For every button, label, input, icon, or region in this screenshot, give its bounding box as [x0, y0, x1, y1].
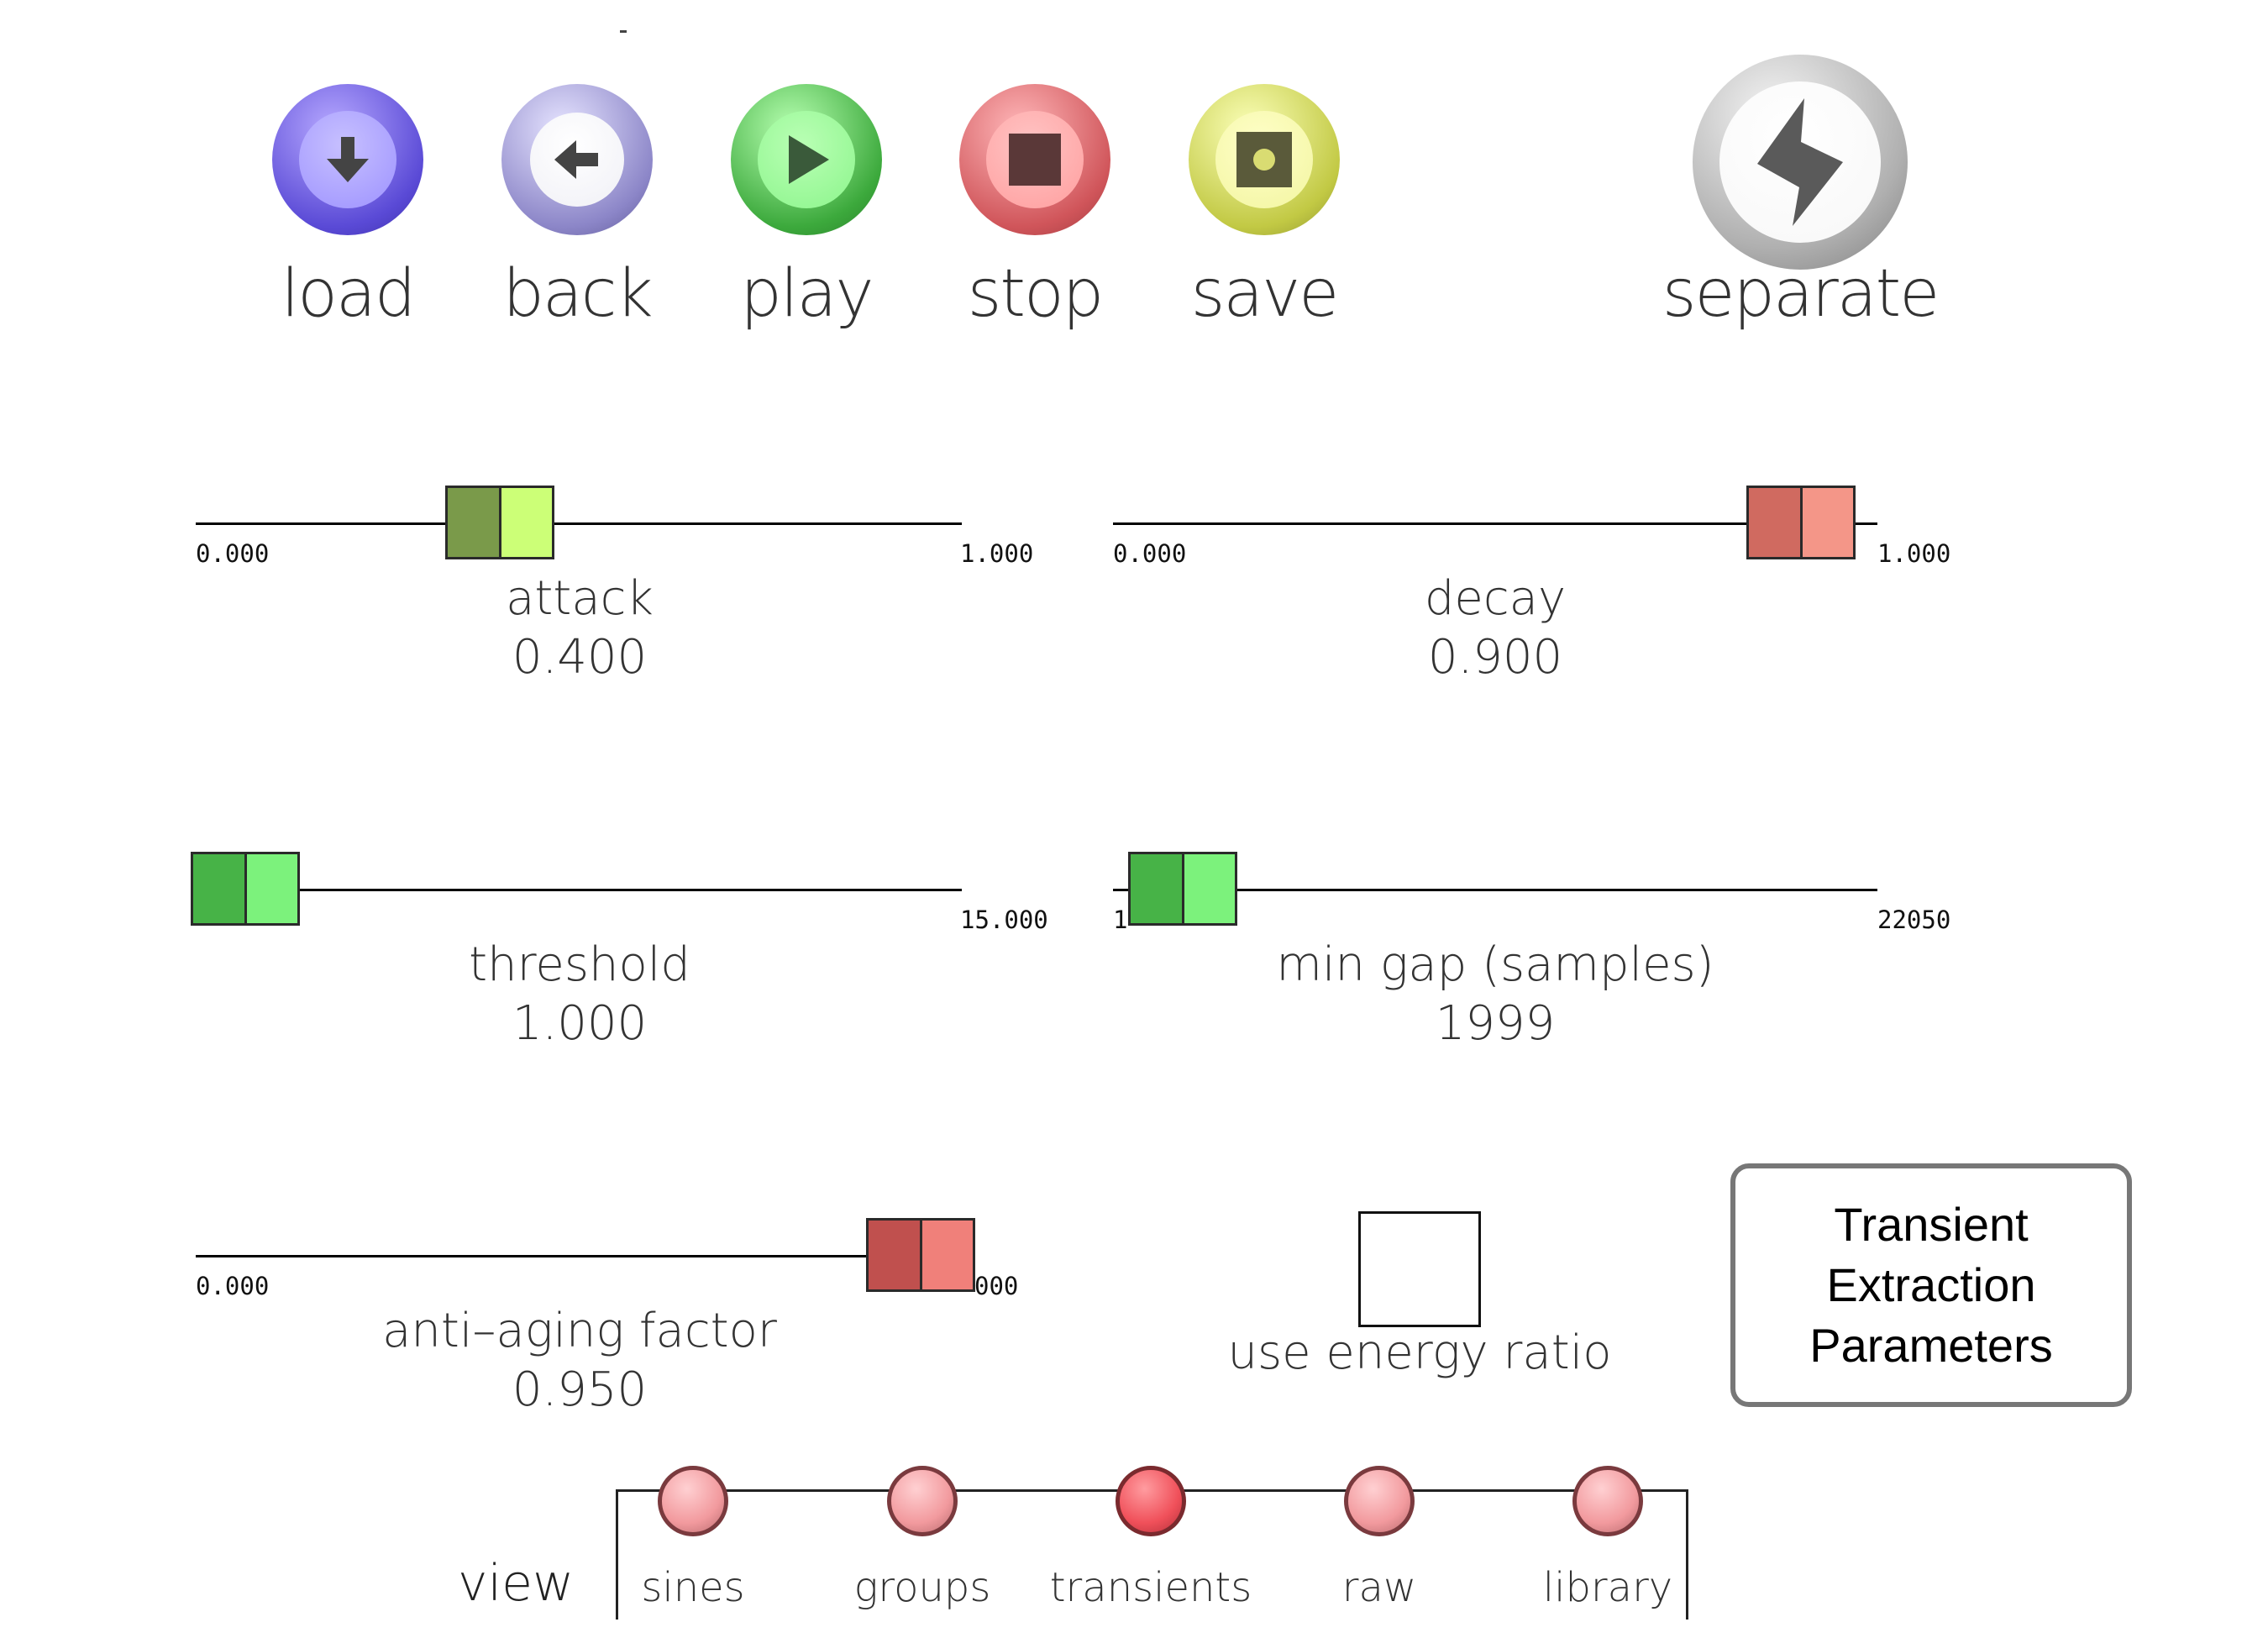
separate-label: separate	[1662, 256, 1940, 332]
energy-ratio-checkbox[interactable]	[1358, 1211, 1481, 1327]
view-option-library[interactable]	[1572, 1466, 1643, 1536]
load-label: load	[281, 256, 417, 332]
attack-min-label: 0.000	[196, 539, 270, 568]
anti-aging-slider-handle[interactable]	[866, 1218, 975, 1292]
view-option-raw-label: raw	[1341, 1564, 1417, 1611]
view-option-groups[interactable]	[887, 1466, 958, 1536]
save-button[interactable]	[1189, 84, 1340, 235]
min-gap-min-label: 1	[1113, 906, 1128, 934]
separate-button[interactable]	[1693, 55, 1908, 270]
decay-value: 0.900	[1427, 630, 1563, 685]
threshold-slider-track[interactable]	[196, 889, 962, 891]
decay-slider-handle[interactable]	[1746, 486, 1856, 559]
min-gap-slider-handle[interactable]	[1128, 852, 1237, 926]
back-label: back	[502, 256, 653, 332]
anti-aging-value: 0.950	[512, 1362, 648, 1417]
threshold-value: 1.000	[512, 996, 648, 1051]
stop-label: stop	[967, 256, 1104, 332]
play-label: play	[740, 256, 874, 332]
view-option-sines[interactable]	[658, 1466, 728, 1536]
min-gap-value: 1999	[1435, 996, 1556, 1051]
play-triangle-icon	[789, 135, 829, 184]
stop-square-icon	[1009, 134, 1061, 186]
decay-max-label: 1.000	[1877, 539, 1951, 568]
play-button[interactable]	[731, 84, 882, 235]
anti-aging-label: anti–aging factor	[382, 1304, 777, 1358]
panel-title-line2: Extraction	[1826, 1258, 2036, 1311]
view-label: view	[458, 1554, 575, 1613]
threshold-label: threshold	[469, 937, 690, 992]
energy-ratio-label: use energy ratio	[1227, 1326, 1612, 1380]
panel-title-line1: Transient	[1834, 1198, 2029, 1251]
record-square-icon	[1236, 132, 1292, 187]
stop-button[interactable]	[959, 84, 1110, 235]
view-option-transients-label: transients	[1049, 1564, 1252, 1611]
anti-aging-max-label: 000	[974, 1272, 1019, 1300]
arrow-left-icon	[554, 140, 598, 179]
arrow-down-icon	[327, 137, 369, 182]
attack-value: 0.400	[512, 630, 648, 685]
min-gap-max-label: 22050	[1877, 906, 1951, 934]
load-button[interactable]	[272, 84, 423, 235]
view-option-raw[interactable]	[1344, 1466, 1415, 1536]
attack-slider-track[interactable]	[196, 522, 962, 525]
view-option-transients[interactable]	[1116, 1466, 1186, 1536]
back-button[interactable]	[501, 84, 653, 235]
view-option-sines-label: sines	[641, 1564, 745, 1611]
threshold-slider-handle[interactable]	[191, 852, 300, 926]
view-option-groups-label: groups	[853, 1564, 991, 1611]
view-option-library-label: library	[1542, 1564, 1673, 1611]
min-gap-label: min gap (samples)	[1276, 937, 1714, 992]
threshold-max-label: 15.000	[960, 906, 1048, 934]
attack-max-label: 1.000	[960, 539, 1034, 568]
anti-aging-min-label: 0.000	[196, 1272, 270, 1300]
save-label: save	[1190, 256, 1340, 332]
panel-title-line3: Parameters	[1809, 1319, 2053, 1372]
lightning-bolt-icon	[1757, 98, 1843, 226]
min-gap-slider-track[interactable]	[1113, 889, 1877, 891]
decay-min-label: 0.000	[1113, 539, 1187, 568]
anti-aging-slider-track[interactable]	[196, 1255, 962, 1257]
attack-slider-handle[interactable]	[445, 486, 554, 559]
decay-slider-track[interactable]	[1113, 522, 1877, 525]
stray-mark	[620, 30, 627, 33]
attack-label: attack	[506, 571, 654, 626]
panel-title-box: Transient Extraction Parameters	[1730, 1163, 2132, 1407]
decay-label: decay	[1424, 571, 1567, 626]
